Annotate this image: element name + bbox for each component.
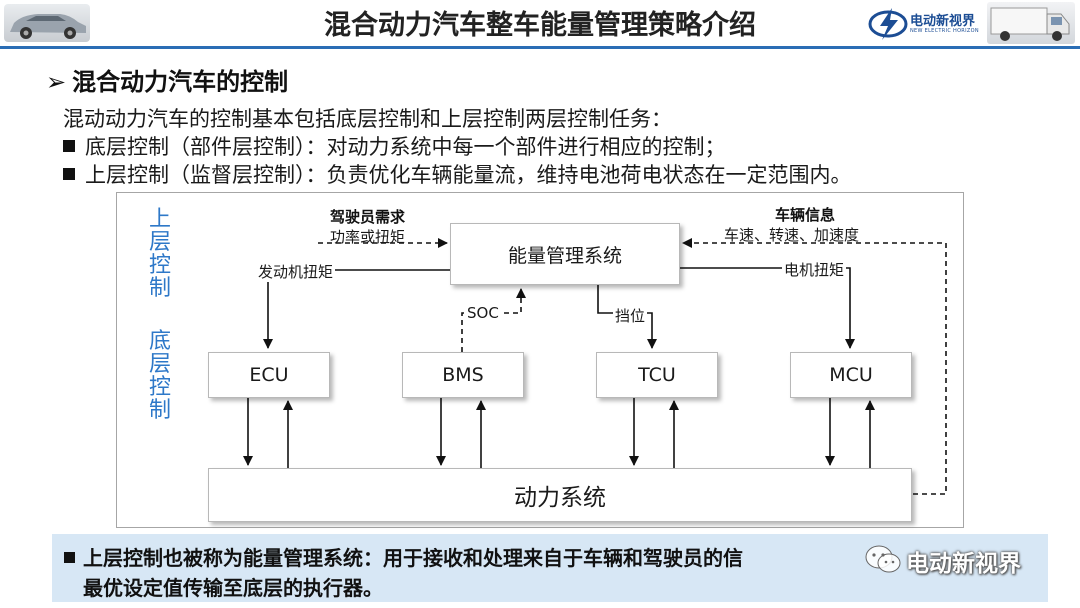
- header-car-image: [4, 4, 90, 42]
- ecu-label: ECU: [249, 364, 289, 386]
- lightning-logo-icon: [868, 8, 908, 40]
- mcu-label: MCU: [829, 364, 873, 386]
- page-title: 混合动力汽车整车能量管理策略介绍: [324, 10, 756, 41]
- vehicle-info-label: 车辆信息: [775, 206, 836, 224]
- vehicle-signals-label: 车速、转速、加速度: [724, 226, 860, 244]
- bullet-upper-control: 上层控制（监督层控制）：负责优化车辆能量流，维持电池荷电状态在一定范围内。: [63, 159, 852, 189]
- summary-line-2: 最优设定值传输至底层的执行器。: [83, 576, 383, 600]
- bms-box: BMS: [402, 352, 524, 398]
- bullet-lower-control: 底层控制（部件层控制）：对动力系统中每一个部件进行相应的控制；: [63, 131, 726, 161]
- soc-arrow: [461, 288, 526, 352]
- square-bullet-icon: [63, 168, 75, 180]
- square-bullet-icon: [64, 552, 75, 563]
- bullet-text: 底层控制（部件层控制）：对动力系统中每一个部件进行相应的控制；: [85, 135, 726, 159]
- logo-main-text: 电动新视界: [910, 14, 976, 29]
- control-diagram-frame: [116, 192, 964, 528]
- summary-line-1: 上层控制也被称为能量管理系统：用于接收和处理来自于车辆和驾驶员的信: [83, 546, 743, 570]
- soc-label: SOC: [465, 304, 501, 322]
- power-system-label: 动力系统: [514, 485, 606, 511]
- header-truck-image: [987, 2, 1075, 44]
- engine-torque-label: 发动机扭矩: [256, 261, 336, 282]
- lower-control-label: 底层控制: [145, 330, 175, 422]
- brand-logo: 电动新视界 NEW ELECTRIC HORIZON: [866, 4, 986, 44]
- logo-sub-text: NEW ELECTRIC HORIZON: [910, 28, 979, 34]
- bullet-text: 上层控制（监督层控制）：负责优化车辆能量流，维持电池荷电状态在一定范围内。: [85, 163, 852, 187]
- header-divider: [0, 46, 1080, 49]
- tcu-box: TCU: [596, 352, 718, 398]
- arrow-bullet-icon: ➢: [46, 68, 67, 96]
- driver-demand-label: 驾驶员需求: [330, 208, 406, 226]
- vehicle-info-arrow: [682, 238, 947, 495]
- square-bullet-icon: [63, 140, 75, 152]
- upper-control-label: 上层控制: [145, 208, 175, 300]
- section-heading: ➢混合动力汽车的控制: [46, 62, 288, 97]
- power-system-box: 动力系统: [208, 468, 912, 522]
- section-heading-text: 混合动力汽车的控制: [72, 68, 289, 96]
- motor-torque-label: 电机扭矩: [782, 259, 847, 280]
- motor-torque-arrow: [680, 267, 855, 349]
- energy-management-system-box: 能量管理系统: [450, 223, 680, 285]
- intro-text: 混动动力汽车的控制基本包括底层控制和上层控制两层控制任务：: [63, 107, 672, 131]
- lower-control-text: 底层控制: [148, 329, 171, 423]
- watermark-text: 电动新视界: [906, 551, 1021, 577]
- ecu-box: ECU: [208, 352, 330, 398]
- summary-text: 上层控制也被称为能量管理系统：用于接收和处理来自于车辆和驾驶员的信 最优设定值传…: [64, 543, 743, 603]
- bms-label: BMS: [442, 364, 484, 386]
- mcu-box: MCU: [790, 352, 912, 398]
- upper-control-text: 上层控制: [148, 207, 171, 301]
- wechat-icon: [865, 545, 901, 573]
- tcu-label: TCU: [638, 364, 676, 386]
- ems-label: 能量管理系统: [507, 244, 622, 267]
- power-or-torque-label: 功率或扭矩: [330, 228, 406, 246]
- wechat-watermark: 电动新视界: [858, 540, 1058, 580]
- gear-label: 挡位: [613, 305, 648, 326]
